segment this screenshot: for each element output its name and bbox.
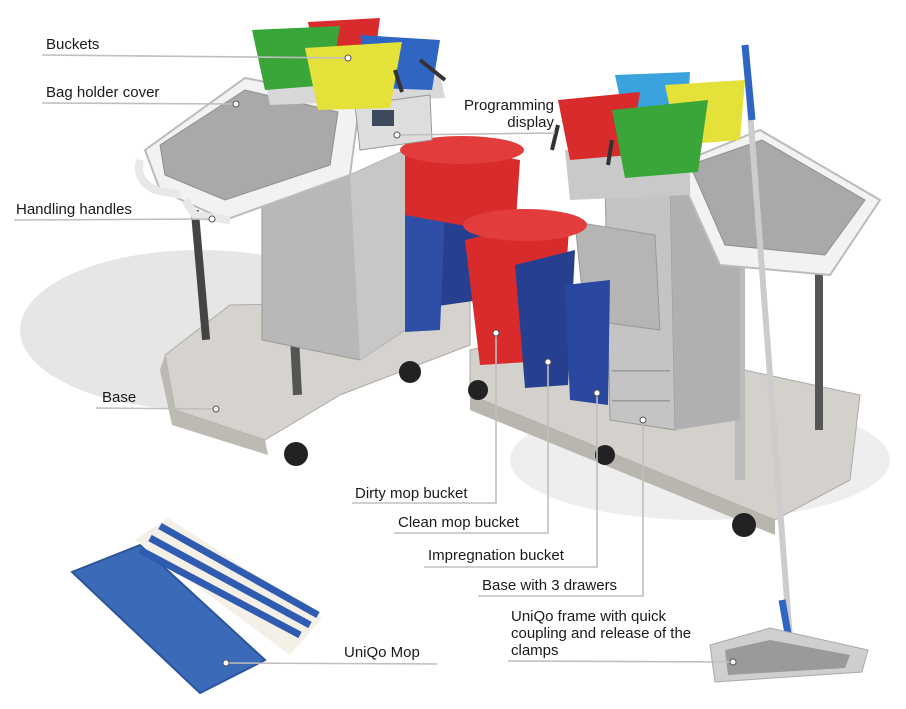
- label-uniqo-mop: UniQo Mop: [344, 644, 420, 661]
- leader-display: [396, 132, 556, 136]
- right-wheel-2: [595, 445, 615, 465]
- label-clean-mop-bucket: Clean mop bucket: [398, 514, 519, 531]
- leader-dirty-mop: [352, 333, 497, 504]
- label-dirty-mop-bucket: Dirty mop bucket: [355, 485, 468, 502]
- mop-pad-blue: [72, 545, 265, 693]
- label-buckets: Buckets: [46, 36, 100, 53]
- right-bin-blue-1: [515, 250, 575, 388]
- leader-base: [95, 407, 217, 410]
- leader-mop: [225, 662, 438, 665]
- leader-impregnation: [424, 393, 598, 568]
- label-bag-holder-cover: Bag holder cover: [46, 84, 160, 101]
- mop-handle: [742, 44, 793, 641]
- uniqo-mops: [70, 518, 322, 695]
- leader-frame: [507, 660, 734, 663]
- leader-clean-mop: [394, 362, 549, 534]
- left-trolley: [135, 18, 524, 466]
- label-programming-display: Programming display: [463, 97, 554, 131]
- label-base: Base: [102, 389, 137, 406]
- label-handling-handles: Handling handles: [16, 201, 132, 218]
- label-base-with-3-drawers: Base with 3 drawers: [482, 577, 618, 594]
- leader-buckets: [41, 54, 349, 59]
- label-impregnation-bucket: Impregnation bucket: [428, 547, 564, 564]
- right-bin-blue-2: [565, 280, 610, 405]
- left-bucket-yellow: [305, 42, 402, 110]
- label-uniqo-frame: UniQo frame with quick coupling and rele…: [511, 608, 692, 659]
- left-bag-holder-cover: [159, 89, 339, 201]
- leader-drawers: [478, 420, 644, 597]
- leader-handles: [13, 218, 213, 221]
- left-wheel-2: [399, 361, 421, 383]
- right-trolley: [463, 44, 882, 646]
- left-wheel-1: [284, 442, 308, 466]
- leader-lines: [13, 54, 737, 667]
- right-wheel-3: [732, 513, 756, 537]
- right-bucket-green: [612, 100, 708, 178]
- right-wheel-1: [468, 380, 488, 400]
- leader-bag-holder: [41, 102, 237, 105]
